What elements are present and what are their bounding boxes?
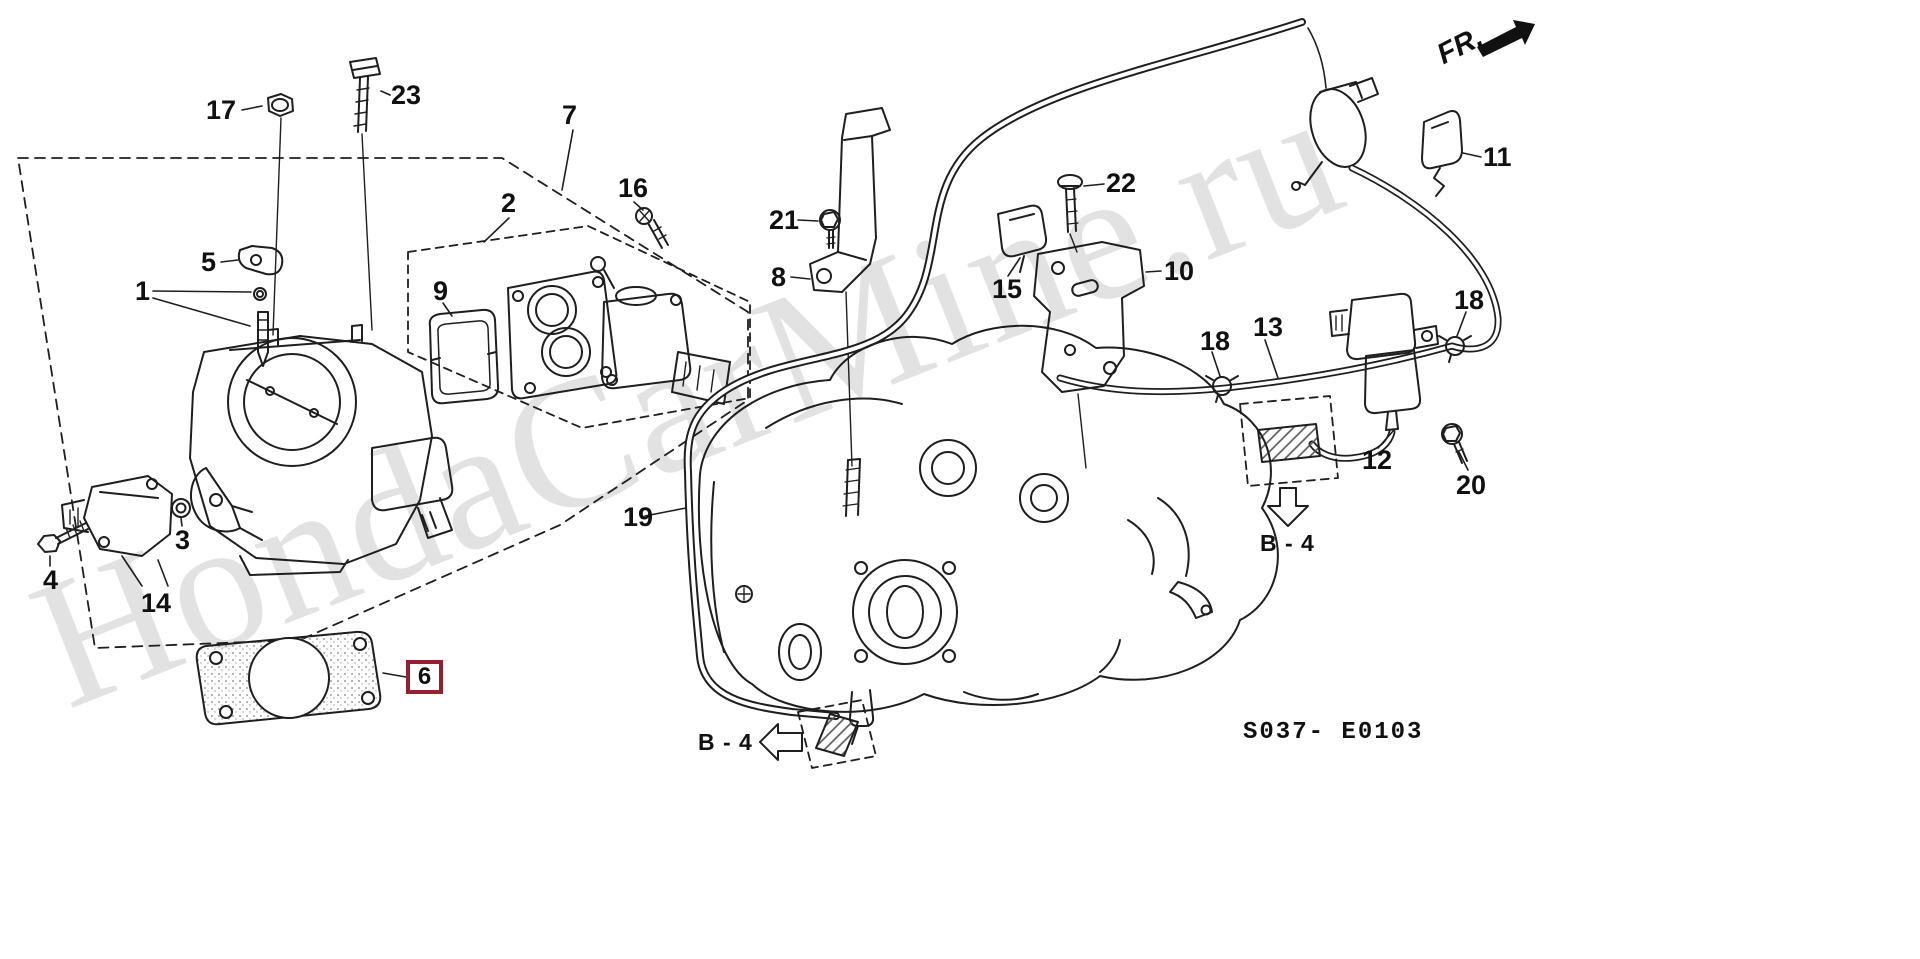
bolt-21-drawing xyxy=(819,209,841,249)
washer-screw-1-drawing xyxy=(253,287,269,367)
iac-valve-drawing xyxy=(590,256,731,405)
bolt-20-drawing xyxy=(1441,423,1468,464)
b4-right-detail-drawing xyxy=(1239,395,1339,527)
callout-3[interactable]: 3 xyxy=(175,525,191,555)
callout-13[interactable]: 13 xyxy=(1253,312,1284,342)
callout-14[interactable]: 14 xyxy=(141,588,172,618)
screw-16-drawing xyxy=(635,207,669,249)
bolt-23-drawing xyxy=(349,57,381,331)
callout-20[interactable]: 20 xyxy=(1456,470,1487,500)
iac-plate-drawing xyxy=(507,270,618,400)
callout-18-left[interactable]: 18 xyxy=(1200,326,1231,356)
vacuum-actuator-drawing xyxy=(1291,77,1379,191)
callout-17[interactable]: 17 xyxy=(206,95,237,125)
group-7-boundary xyxy=(17,157,749,649)
highlighted-callout-box[interactable]: 6 xyxy=(406,660,443,694)
right-hose-drawing xyxy=(1056,164,1502,462)
gasket-6-drawing xyxy=(195,630,382,726)
bolt-4-drawing xyxy=(37,520,89,553)
callout-11[interactable]: 11 xyxy=(1483,142,1512,172)
clamp-11-drawing xyxy=(1421,110,1463,197)
group-2-boundary xyxy=(407,225,751,429)
leader-lines xyxy=(49,90,1482,678)
bolt-22-drawing xyxy=(1057,174,1083,253)
callout-2[interactable]: 2 xyxy=(501,188,517,218)
callout-23[interactable]: 23 xyxy=(391,80,422,110)
callout-18-right[interactable]: 18 xyxy=(1454,285,1485,315)
washer-3-drawing xyxy=(171,498,191,518)
gasket-9-drawing xyxy=(428,308,500,405)
clamp-18-right-drawing xyxy=(1438,335,1472,363)
fr-arrow-icon xyxy=(1477,20,1535,57)
bracket-10-drawing xyxy=(1033,241,1145,469)
ref-b4-right[interactable]: B - 4 xyxy=(1260,530,1315,556)
solenoid-12-drawing xyxy=(1329,292,1439,431)
callout-7[interactable]: 7 xyxy=(562,100,578,130)
hose-19-drawing xyxy=(683,18,1327,720)
callout-8[interactable]: 8 xyxy=(771,262,787,292)
intake-manifold-drawing xyxy=(697,324,1279,745)
callout-12[interactable]: 12 xyxy=(1362,445,1393,475)
diagram-code: S037- E0103 xyxy=(1243,719,1424,746)
callout-15[interactable]: 15 xyxy=(992,274,1023,304)
b4-bottom-detail-drawing xyxy=(759,699,877,769)
callout-19[interactable]: 19 xyxy=(623,502,654,532)
throttle-body-drawing xyxy=(189,324,454,576)
callout-4[interactable]: 4 xyxy=(43,565,59,595)
bracket-8-drawing xyxy=(809,107,891,467)
clamp-18-left-drawing xyxy=(1205,375,1239,403)
ref-b4-bottom[interactable]: B - 4 xyxy=(698,729,753,755)
callout-5[interactable]: 5 xyxy=(201,247,217,277)
callout-16[interactable]: 16 xyxy=(618,173,649,203)
callout-9[interactable]: 9 xyxy=(433,276,449,306)
nut-17-drawing xyxy=(267,93,294,336)
tab-5-drawing xyxy=(237,245,284,276)
clamp-15-drawing xyxy=(997,204,1048,273)
callout-1[interactable]: 1 xyxy=(135,276,151,306)
sensor-14-drawing xyxy=(61,475,173,557)
callout-10[interactable]: 10 xyxy=(1164,256,1195,286)
highlighted-callout-label: 6 xyxy=(417,663,432,690)
callout-21[interactable]: 21 xyxy=(769,205,800,235)
callout-22[interactable]: 22 xyxy=(1106,168,1137,198)
